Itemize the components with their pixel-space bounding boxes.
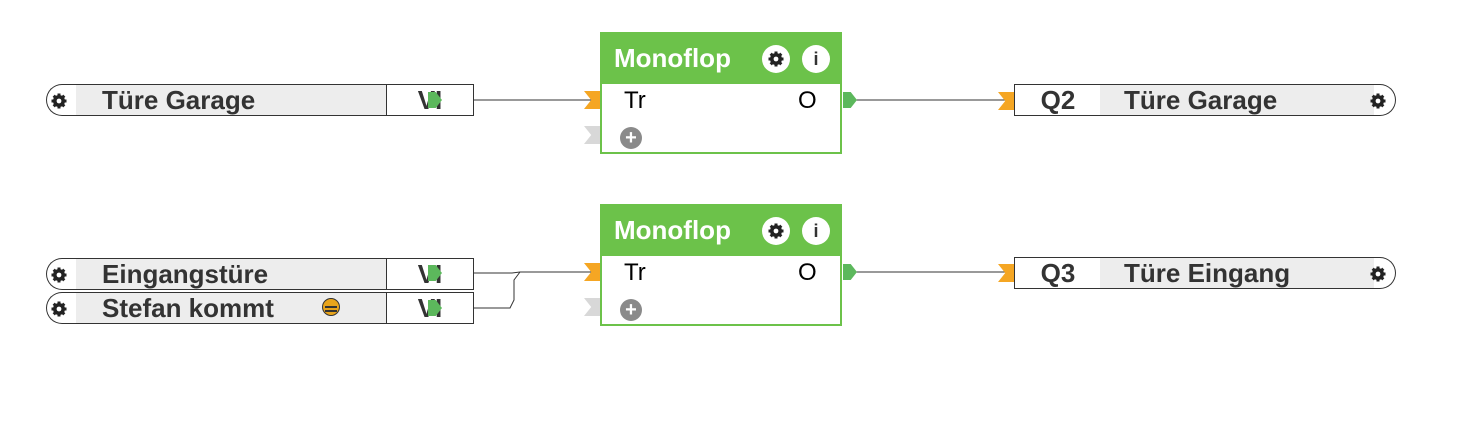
input-name: Eingangstüre <box>76 258 388 290</box>
output-port[interactable] <box>428 265 442 281</box>
block-input-label: Tr <box>624 87 646 114</box>
output-type: Q3 <box>1014 257 1102 289</box>
gear-icon[interactable] <box>1370 93 1386 109</box>
input-port-empty[interactable] <box>584 126 600 144</box>
block-header: Monoflop i <box>602 34 840 84</box>
add-input-button[interactable]: + <box>620 299 642 321</box>
input-name: Stefan kommt <box>76 292 388 324</box>
output-name: Türe Garage <box>1100 84 1376 116</box>
add-input-button[interactable]: + <box>620 127 642 149</box>
input-cap <box>46 292 76 324</box>
block-settings-button[interactable] <box>762 217 790 245</box>
output-block-q3[interactable]: Q3 Türe Eingang <box>1014 257 1398 291</box>
block-settings-button[interactable] <box>762 45 790 73</box>
info-button[interactable]: i <box>802 217 830 245</box>
info-button[interactable]: i <box>802 45 830 73</box>
input-cap <box>46 84 76 116</box>
block-input-label: Tr <box>624 259 646 286</box>
output-port-o[interactable] <box>843 92 857 108</box>
monoflop-block-2[interactable]: Monoflop i Tr O + <box>600 204 842 326</box>
gear-icon[interactable] <box>51 93 67 109</box>
input-port-empty[interactable] <box>584 298 600 316</box>
block-title: Monoflop <box>614 215 731 245</box>
input-block-ture-garage[interactable]: Türe Garage VI <box>46 84 476 118</box>
output-cap <box>1370 257 1396 289</box>
output-name: Türe Eingang <box>1100 257 1376 289</box>
wire-eingang-to-monoflop2 <box>440 271 594 274</box>
gear-icon[interactable] <box>51 301 67 317</box>
gear-icon[interactable] <box>51 267 67 283</box>
input-name-text: Stefan kommt <box>102 293 274 323</box>
block-header: Monoflop i <box>602 206 840 256</box>
input-port-q3[interactable] <box>998 264 1014 282</box>
wire-stefan-to-monoflop2 <box>440 271 521 309</box>
output-port[interactable] <box>428 92 442 108</box>
input-port-q2[interactable] <box>998 92 1014 110</box>
sensor-icon <box>322 298 340 316</box>
input-block-stefan-kommt[interactable]: Stefan kommt VI <box>46 292 476 326</box>
monoflop-block-1[interactable]: Monoflop i Tr O + <box>600 32 842 154</box>
output-cap <box>1370 84 1396 116</box>
block-output-label: O <box>798 259 817 286</box>
input-port-tr[interactable] <box>584 91 600 109</box>
input-cap <box>46 258 76 290</box>
input-name: Türe Garage <box>76 84 388 116</box>
output-type: Q2 <box>1014 84 1102 116</box>
block-title: Monoflop <box>614 43 731 73</box>
input-block-eingangsture[interactable]: Eingangstüre VI <box>46 258 476 292</box>
input-port-tr[interactable] <box>584 263 600 281</box>
output-port-o[interactable] <box>843 264 857 280</box>
gear-icon <box>768 223 784 239</box>
output-block-q2[interactable]: Q2 Türe Garage <box>1014 84 1398 118</box>
output-port[interactable] <box>428 300 442 316</box>
gear-icon <box>768 51 784 67</box>
gear-icon[interactable] <box>1370 266 1386 282</box>
block-output-label: O <box>798 87 817 114</box>
